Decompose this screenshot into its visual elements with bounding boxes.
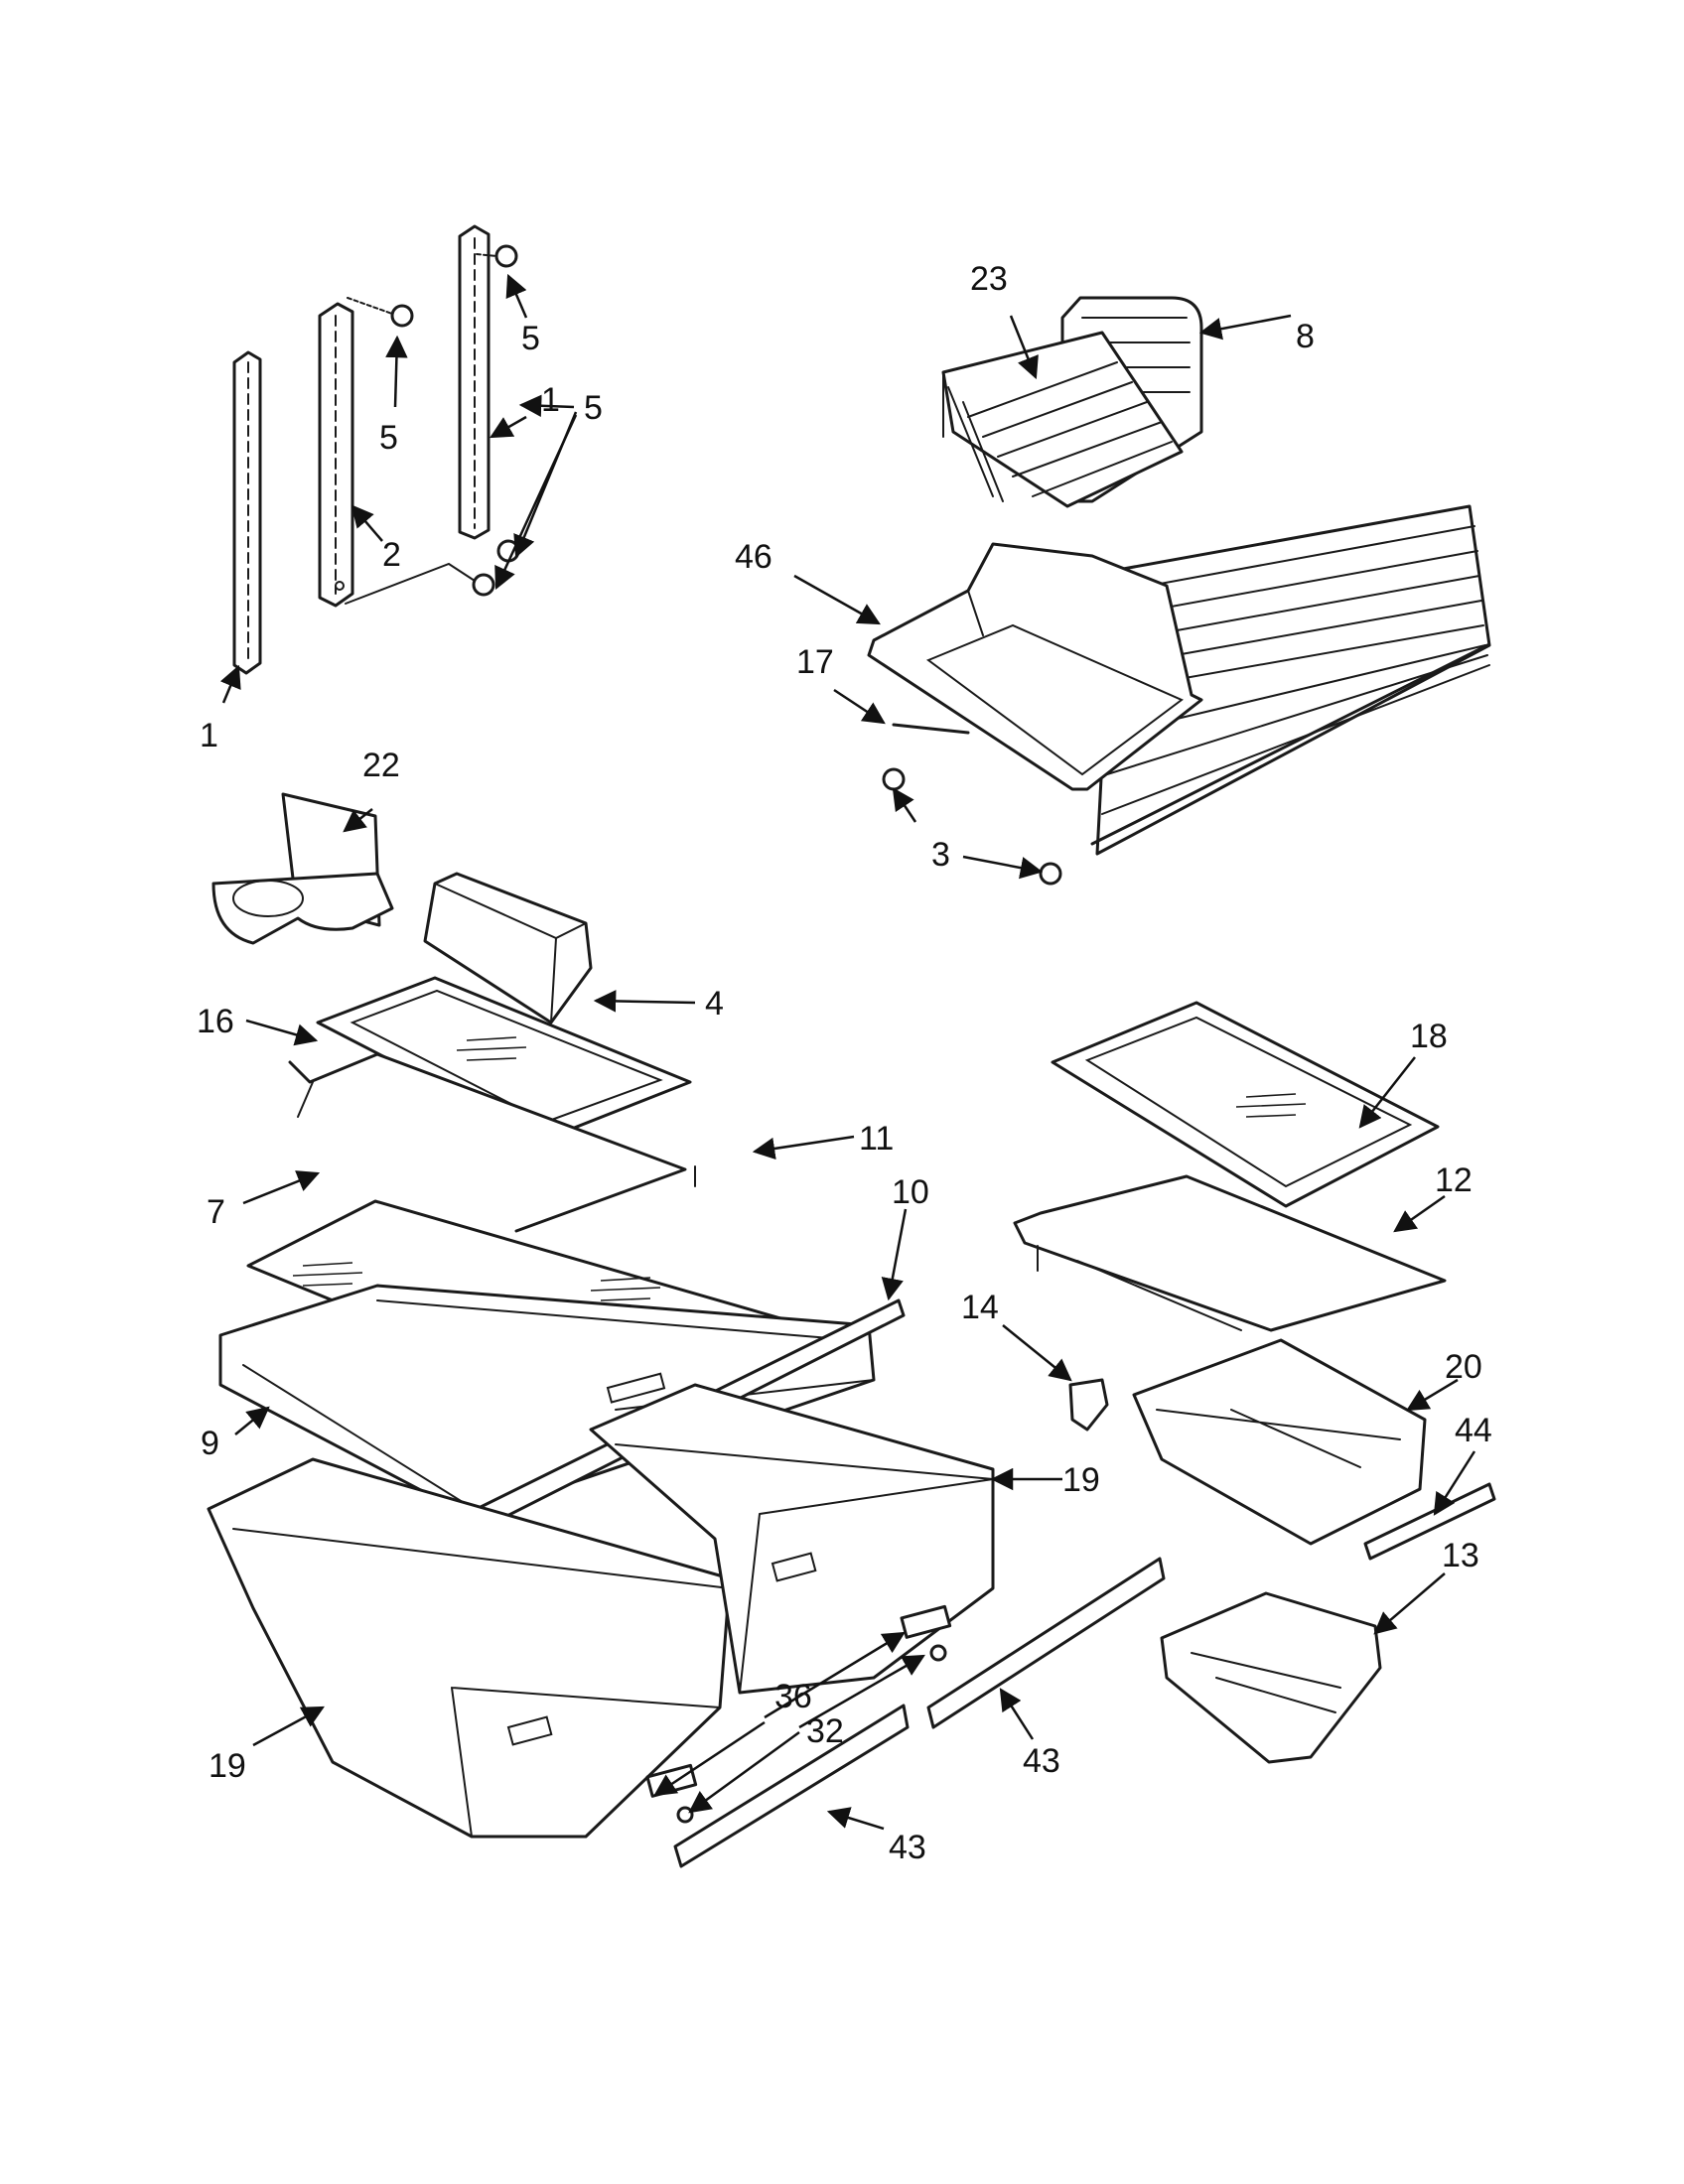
pin-17 <box>892 723 970 735</box>
stud-3a <box>882 767 906 791</box>
drawer-stop-32-left <box>676 1806 694 1824</box>
screw-center <box>347 297 414 328</box>
callout-14: 14 <box>961 1289 999 1326</box>
drawer-stop-14 <box>1068 1378 1109 1432</box>
callout-9: 9 <box>201 1425 219 1462</box>
callout-10: 10 <box>892 1173 929 1211</box>
wire-basket <box>941 296 1203 508</box>
crisper-cover-9 <box>218 1284 876 1519</box>
callout-16: 16 <box>197 1003 234 1040</box>
egg-tray <box>211 792 394 945</box>
shelf-frame-7 <box>288 1052 696 1233</box>
callout-4: 4 <box>705 985 724 1023</box>
callout-5-lower: 5 <box>584 389 603 427</box>
drawer-bracket-36-right <box>900 1604 952 1639</box>
stud-3b <box>1039 862 1062 886</box>
callout-3: 3 <box>931 836 950 874</box>
glass-shelf-18 <box>1051 1001 1440 1208</box>
callout-44: 44 <box>1455 1412 1492 1449</box>
callout-11: 11 <box>859 1120 894 1158</box>
screw-lower-b <box>472 573 495 597</box>
drawer-insert-13 <box>1160 1591 1382 1764</box>
drawer-cover-12 <box>1013 1174 1447 1332</box>
callout-17: 17 <box>796 643 834 681</box>
slide-rail-43-right <box>926 1557 1166 1729</box>
callout-8: 8 <box>1296 318 1315 355</box>
crisper-drawer-left <box>207 1457 732 1839</box>
callout-43-left: 43 <box>889 1829 926 1866</box>
slide-rail-43-left <box>673 1704 910 1868</box>
callout-19-right: 19 <box>1062 1461 1100 1499</box>
callout-1-right: 1 <box>541 381 560 419</box>
drawer-stop-32-right <box>929 1644 947 1662</box>
meat-drawer-20 <box>1132 1338 1427 1546</box>
callout-1-left: 1 <box>200 717 218 754</box>
callout-46: 46 <box>735 538 772 576</box>
callout-2: 2 <box>382 536 401 574</box>
callout-43-right: 43 <box>1023 1742 1060 1780</box>
callout-5-top: 5 <box>521 320 540 357</box>
leader-lines <box>219 273 1476 1831</box>
utility-bin <box>423 872 593 1024</box>
callout-18: 18 <box>1410 1018 1448 1055</box>
callout-22: 22 <box>362 747 400 784</box>
rail-right <box>458 224 491 540</box>
callout-labels: 1 1 2 5 5 5 23 8 46 17 3 22 4 16 11 7 10… <box>197 260 1492 1866</box>
rail-left <box>232 350 262 675</box>
callout-7: 7 <box>207 1193 225 1231</box>
callout-20: 20 <box>1445 1348 1482 1386</box>
crisper-drawer-right <box>589 1383 995 1695</box>
callout-13: 13 <box>1442 1537 1479 1574</box>
callout-23: 23 <box>970 260 1008 298</box>
rail-link-line <box>345 562 476 605</box>
callout-12: 12 <box>1435 1161 1473 1199</box>
callout-32: 32 <box>806 1712 844 1750</box>
callout-5-center: 5 <box>379 419 398 457</box>
rail-center <box>318 302 354 608</box>
storage-pan <box>867 542 1203 791</box>
callout-19-left: 19 <box>209 1747 246 1785</box>
screw-top-right <box>476 244 518 268</box>
callout-36: 36 <box>774 1678 812 1715</box>
